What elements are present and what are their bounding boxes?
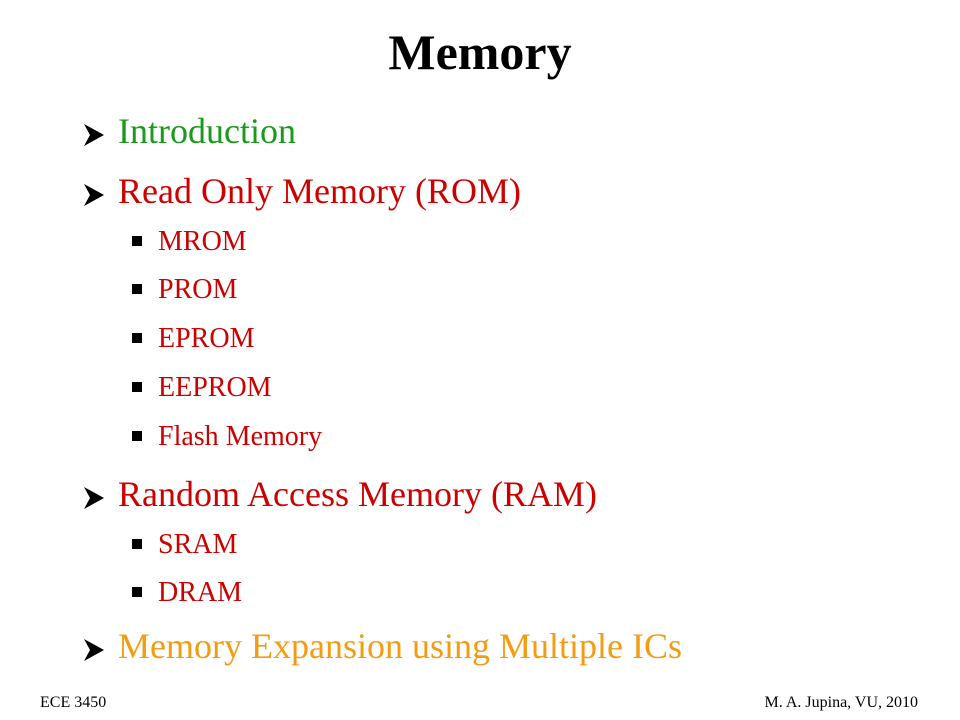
outline-subitem-label: SRAM [158,529,238,560]
footer-author-label: M. A. Jupina, VU, 2010 [764,694,919,711]
square-bullet-icon [132,586,142,597]
outline-subitem-eprom: EPROM [132,322,254,356]
outline-item-introduction: Introduction [84,109,296,153]
outline-subitem-label: Flash Memory [158,421,323,452]
square-bullet-icon [132,430,142,441]
outline-subitem-flash-memory: Flash Memory [132,420,322,454]
arrowhead-bullet-icon [84,486,104,509]
square-bullet-icon [132,283,142,294]
outline-item-label: Introduction [118,111,296,151]
outline-subitem-mrom: MROM [132,225,247,259]
footer-course-label: ECE 3450 [40,694,107,711]
outline-subitem-label: MROM [158,226,247,257]
outline-subitem-label: EPROM [158,323,255,354]
outline-item-label: Random Access Memory (RAM) [118,474,597,514]
outline-item-rom: Read Only Memory (ROM) [84,169,521,213]
outline-item-memory-expansion: Memory Expansion using Multiple ICs [84,624,682,668]
square-bullet-icon [132,381,142,392]
outline-subitem-sram: SRAM [132,528,237,562]
outline-item-label: Memory Expansion using Multiple ICs [118,626,682,666]
outline-item-ram: Random Access Memory (RAM) [84,472,597,516]
outline-subitem-label: PROM [158,274,238,305]
square-bullet-icon [132,235,142,246]
arrowhead-bullet-icon [84,123,104,146]
outline-subitem-label: DRAM [158,577,243,608]
square-bullet-icon [132,538,142,549]
outline-subitem-prom: PROM [132,273,237,307]
outline-item-label: Read Only Memory (ROM) [118,171,521,211]
outline-subitem-label: EEPROM [158,372,272,403]
slide-title: Memory [388,24,572,80]
square-bullet-icon [132,332,142,343]
outline-subitem-dram: DRAM [132,576,242,610]
arrowhead-bullet-icon [84,638,104,661]
outline-subitem-eeprom: EEPROM [132,371,272,405]
arrowhead-bullet-icon [84,183,104,206]
